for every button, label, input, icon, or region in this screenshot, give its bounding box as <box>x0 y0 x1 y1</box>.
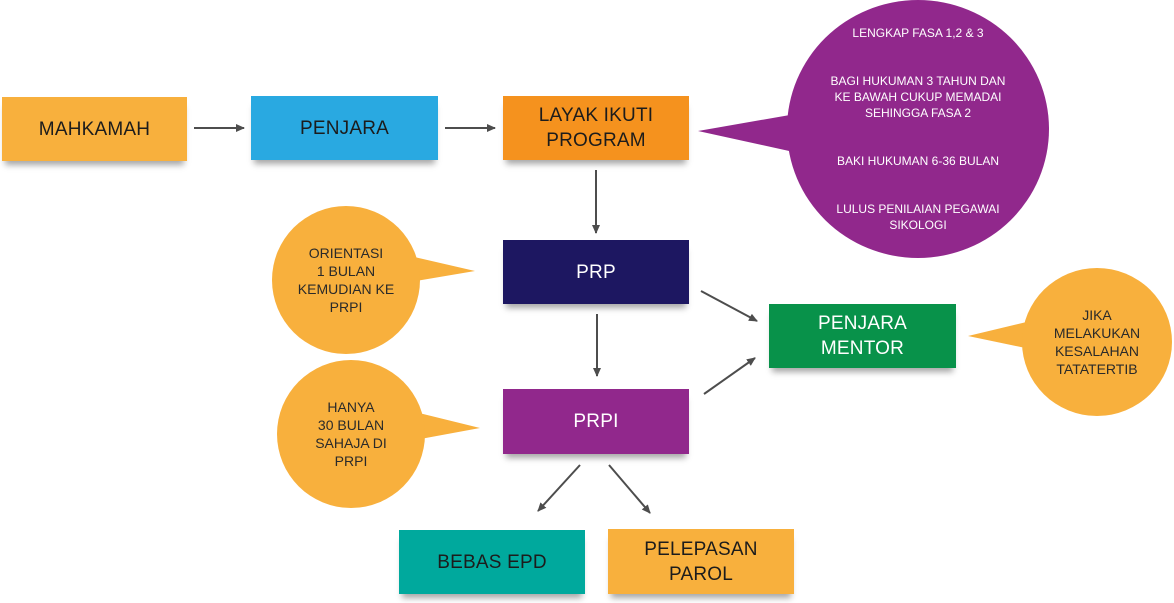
arrow-prp-mentor <box>700 290 758 322</box>
node-mahkamah: MAHKAMAH <box>2 97 187 161</box>
jika-callout: JIKA MELAKUKAN KESALAHAN TATATERTIB <box>1022 268 1172 416</box>
arrow-prpi-mentor <box>703 357 756 395</box>
criteria-callout: LENGKAP FASA 1,2 & 3 BAGI HUKUMAN 3 TAHU… <box>787 0 1049 258</box>
node-layak-ikuti-program: LAYAK IKUTI PROGRAM <box>503 96 689 160</box>
hanya-callout-tail <box>415 412 480 440</box>
jika-callout-tail <box>968 320 1035 350</box>
hanya-callout: HANYA 30 BULAN SAHAJA DI PRPI <box>277 360 425 508</box>
arrow-prpi-bebas <box>537 464 581 512</box>
node-pelepasan-parol: PELEPASAN PAROL <box>608 529 794 594</box>
node-penjara: PENJARA <box>251 96 438 160</box>
orientasi-callout: ORIENTASI 1 BULAN KEMUDIAN KE PRPI <box>272 206 420 354</box>
arrow-prpi-parol <box>608 464 651 514</box>
criteria-line-1: LENGKAP FASA 1,2 & 3 <box>852 26 984 40</box>
criteria-line-3: BAKI HUKUMAN 6-36 BULAN <box>836 154 1000 168</box>
node-prp: PRP <box>503 240 689 304</box>
node-bebas-epd: BEBAS EPD <box>399 530 585 594</box>
orientasi-callout-tail <box>410 256 475 282</box>
node-penjara-mentor: PENJARA MENTOR <box>769 304 956 368</box>
node-prpi: PRPI <box>503 389 689 454</box>
criteria-line-4: LULUS PENILAIAN PEGAWAI SIKOLOGI <box>836 202 1000 232</box>
criteria-line-2: BAGI HUKUMAN 3 TAHUN DAN KE BAWAH CUKUP … <box>830 74 1006 120</box>
